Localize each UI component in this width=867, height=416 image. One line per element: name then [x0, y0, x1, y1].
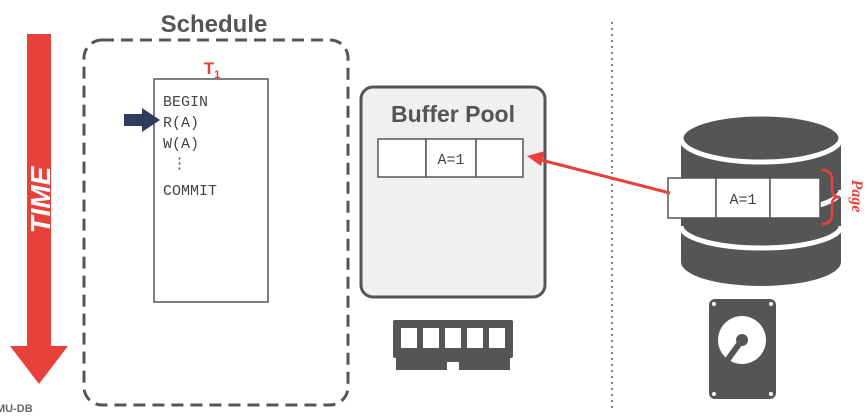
transaction-box — [153, 78, 269, 303]
buffer-pool-title: Buffer Pool — [391, 101, 515, 127]
hard-drive-icon — [709, 299, 776, 399]
page-label: Page — [848, 179, 865, 213]
time-arrow: TIME — [10, 34, 68, 384]
footer-logo-text: MU-DB — [0, 403, 33, 415]
current-step-pointer-icon — [124, 108, 160, 132]
buffer-pool-frames — [377, 138, 524, 178]
memory-ram-icon — [393, 320, 513, 372]
buffer-pool-slot-value: A=1 — [437, 152, 464, 169]
statement-begin: BEGIN — [163, 94, 208, 111]
disk-page — [667, 177, 821, 219]
read-page-arrow — [527, 151, 671, 195]
statement-ellipsis: ⋮ — [172, 156, 187, 173]
schedule-box — [82, 38, 350, 407]
statement-write: W(A) — [163, 136, 199, 153]
statement-list: BEGIN R(A) W(A) ⋮ COMMIT — [163, 94, 217, 200]
statement-read: R(A) — [163, 115, 199, 132]
time-label: TIME — [25, 165, 56, 233]
schedule-title: Schedule — [161, 11, 268, 38]
transaction-label: T1 — [204, 59, 221, 81]
statement-commit: COMMIT — [163, 183, 217, 200]
page-brace — [821, 168, 841, 226]
disk-slot-value: A=1 — [729, 192, 756, 209]
